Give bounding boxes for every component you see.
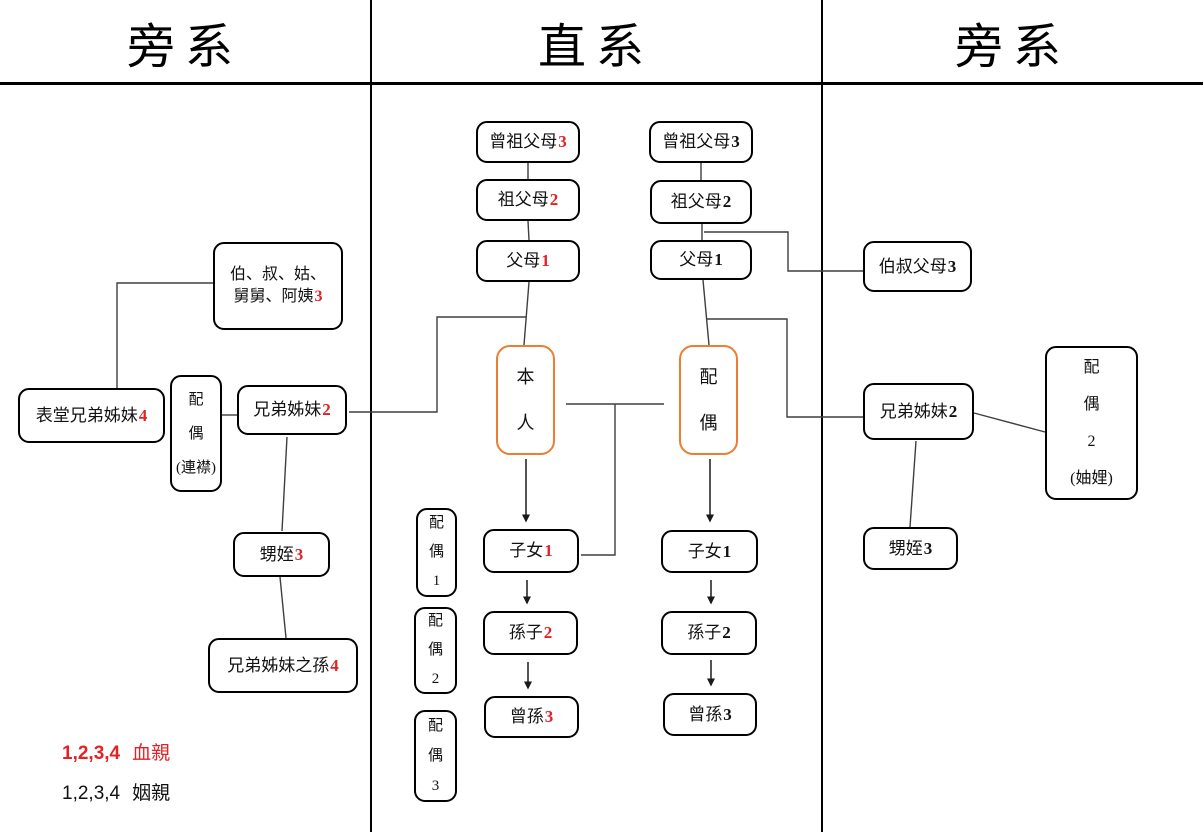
node-label: 曾孫	[509, 707, 544, 727]
degree-number: 3	[314, 288, 323, 305]
node-spouse: 配 偶	[679, 345, 738, 455]
node-label: 伯叔父母	[878, 256, 947, 276]
node-label: 祖父母	[670, 192, 722, 212]
node-label: 父母	[506, 251, 541, 271]
node-cousin-spouse-lianjin: 配 偶 (連襟)	[170, 375, 222, 492]
degree-number: 3	[923, 538, 933, 558]
degree-number: 2	[322, 400, 331, 420]
node-label: 表堂兄弟姊妹	[35, 405, 138, 425]
degree-number: 3	[947, 256, 957, 276]
column-divider-left	[370, 0, 372, 832]
degree-number: 2	[948, 401, 958, 421]
degree-number: 3	[544, 707, 554, 727]
degree-number: 1	[541, 251, 550, 271]
node-label: 配 偶	[699, 367, 718, 433]
degree-number: 4	[330, 655, 339, 675]
node-label: 配 偶 (連襟)	[176, 391, 216, 476]
node-uncles-aunts: 伯、叔、姑、 舅舅、阿姨3	[213, 242, 343, 330]
legend-marriage-label: 姻親	[132, 783, 171, 804]
node-child-spouse-2: 配 偶 2	[414, 607, 457, 694]
degree-number: 2	[722, 623, 731, 643]
degree-number: 1	[722, 541, 732, 561]
node-self: 本 人	[496, 345, 555, 455]
degree-number: 4	[138, 405, 148, 425]
degree-number: 2	[722, 192, 732, 212]
legend-marriage-relatives: 1,2,3,4 姻親	[62, 778, 170, 805]
node-label: 甥姪	[888, 538, 923, 558]
node-label: 孫子	[687, 623, 722, 643]
degree-number: 3	[731, 132, 740, 152]
node-label: 曾祖父母	[489, 132, 558, 152]
node-label: 兄弟姊妹	[253, 400, 322, 420]
degree-number: 1	[714, 250, 723, 270]
node-label: 本 人	[516, 367, 535, 433]
header-collateral-left: 旁系	[126, 21, 243, 74]
node-label: 配 偶 2	[427, 613, 443, 687]
node-label: 配 偶 2 (妯娌)	[1070, 359, 1113, 487]
node-label: 曾祖父母	[662, 132, 731, 152]
degree-number: 3	[723, 704, 732, 724]
header-collateral-right: 旁系	[954, 21, 1071, 74]
node-label: 子女	[509, 541, 544, 561]
degree-number: 1	[544, 541, 553, 561]
node-label: 配 偶 3	[427, 718, 443, 794]
node-label: 配 偶 1	[428, 515, 444, 589]
node-label: 曾孫	[688, 704, 723, 724]
legend-blood-numbers: 1,2,3,4	[62, 743, 121, 764]
degree-number: 2	[543, 623, 553, 643]
node-child-spouse-3: 配 偶 3	[414, 710, 457, 802]
node-label: 兄弟姊妹	[879, 401, 948, 421]
node-label: 祖父母	[497, 190, 549, 210]
node-child-spouse-1: 配 偶 1	[416, 508, 457, 597]
node-label: 兄弟姊妹之孫	[227, 655, 330, 675]
header-direct-line: 直系	[537, 21, 654, 74]
node-label: 甥姪	[259, 544, 294, 564]
node-sibling-spouse-zhouli: 配 偶 2 (妯娌)	[1045, 346, 1138, 500]
degree-number: 2	[549, 190, 559, 210]
node-label: 子女	[687, 541, 722, 561]
node-label: 父母	[679, 250, 714, 270]
legend-blood-relatives: 1,2,3,4 血親	[62, 738, 170, 765]
degree-number: 3	[294, 544, 304, 564]
degree-number: 3	[558, 132, 567, 152]
legend-marriage-numbers: 1,2,3,4	[62, 783, 121, 804]
arrow-connectors	[522, 459, 715, 690]
legend-blood-label: 血親	[132, 743, 171, 764]
node-label: 孫子	[508, 623, 543, 643]
legend: 1,2,3,4 血親 1,2,3,4 姻親	[62, 738, 170, 818]
column-divider-right	[821, 0, 823, 832]
plain-connectors	[116, 163, 1046, 639]
header-separator-line	[0, 82, 1203, 85]
node-label: 伯、叔、姑、 舅舅、阿姨	[229, 266, 326, 305]
